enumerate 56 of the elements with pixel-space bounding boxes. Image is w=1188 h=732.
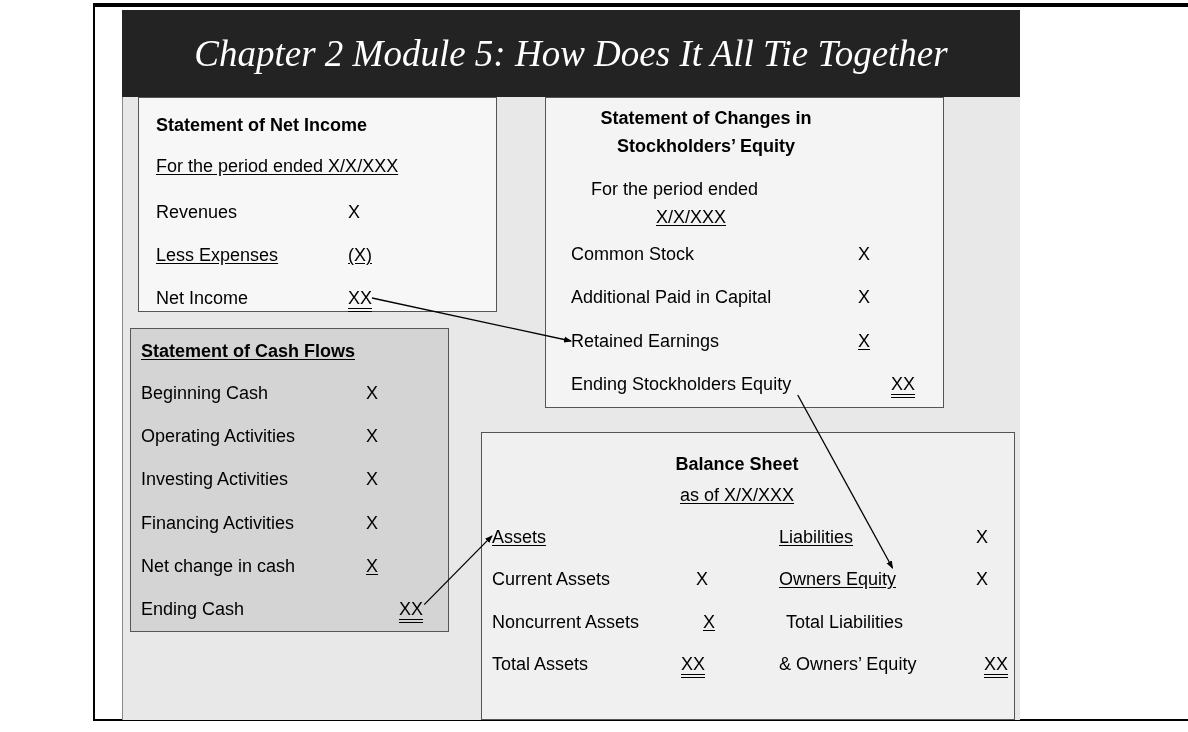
statement-text: Statement of Cash Flows xyxy=(141,340,356,362)
statement-text: & Owners’ Equity xyxy=(779,653,917,675)
statement-text: For the period ended X/X/XXX xyxy=(156,155,399,177)
statement-text: Net Income xyxy=(156,287,249,309)
statement-entry: XX xyxy=(399,598,423,620)
statement-text: Ending Cash xyxy=(141,598,245,620)
statement-text: Additional Paid in Capital xyxy=(571,286,772,308)
statement-text: Total Liabilities xyxy=(786,611,904,633)
statement-entry: Assets xyxy=(492,526,547,548)
statement-box xyxy=(138,97,497,312)
statement-text: X xyxy=(696,568,708,590)
statement-text: Financing Activities xyxy=(141,512,295,534)
statement-text: X xyxy=(366,382,378,404)
statement-text: Investing Activities xyxy=(141,468,289,490)
statement-text: Statement of Net Income xyxy=(156,114,368,136)
statement-text: XX xyxy=(891,373,915,395)
statement-text: Beginning Cash xyxy=(141,382,269,404)
statement-text: as of X/X/XXX xyxy=(678,484,796,506)
statement-text: Liabilities xyxy=(779,526,854,548)
statement-text: X xyxy=(976,568,988,590)
statement-text: Total Assets xyxy=(492,653,589,675)
statement-entry: Owners Equity xyxy=(779,568,897,590)
arrow xyxy=(371,297,572,343)
statement-text: X xyxy=(366,468,378,490)
statement-text: X xyxy=(366,425,378,447)
statement-text: X/X/XXX xyxy=(656,206,727,228)
statement-text: For the period ended xyxy=(591,178,759,200)
statement-text: X xyxy=(858,286,870,308)
statement-box xyxy=(130,328,449,632)
statement-box xyxy=(481,432,1015,720)
arrow xyxy=(423,535,493,606)
statement-text: Current Assets xyxy=(492,568,611,590)
statement-text: X xyxy=(366,512,378,534)
statement-box xyxy=(545,97,944,408)
statement-text: XX xyxy=(984,653,1008,675)
arrow xyxy=(797,394,894,569)
statement-entry: XX xyxy=(348,287,372,309)
statement-text: X xyxy=(703,611,715,633)
statement-text: Noncurrent Assets xyxy=(492,611,640,633)
statement-text: X xyxy=(976,526,988,548)
statement-entry: Ending Stockholders Equity xyxy=(571,373,792,395)
statement-text: X xyxy=(858,330,870,352)
statement-text: Operating Activities xyxy=(141,425,296,447)
statement-text: Statement of Changes in Stockholders’ Equity xyxy=(599,107,813,158)
statement-text: Net change in cash xyxy=(141,555,296,577)
statement-text: (X) xyxy=(348,244,372,266)
statement-text: XX xyxy=(681,653,705,675)
statement-text: X xyxy=(348,201,360,223)
statement-text: Less Expenses xyxy=(156,244,279,266)
statement-text: X xyxy=(366,555,378,577)
statement-text: Balance Sheet xyxy=(674,453,800,476)
slide-title: Chapter 2 Module 5: How Does It All Tie Together xyxy=(194,31,948,76)
statement-entry: Retained Earnings xyxy=(571,330,720,352)
statement-text: X xyxy=(858,243,870,265)
statement-text: Common Stock xyxy=(571,243,695,265)
statement-text: Revenues xyxy=(156,201,238,223)
